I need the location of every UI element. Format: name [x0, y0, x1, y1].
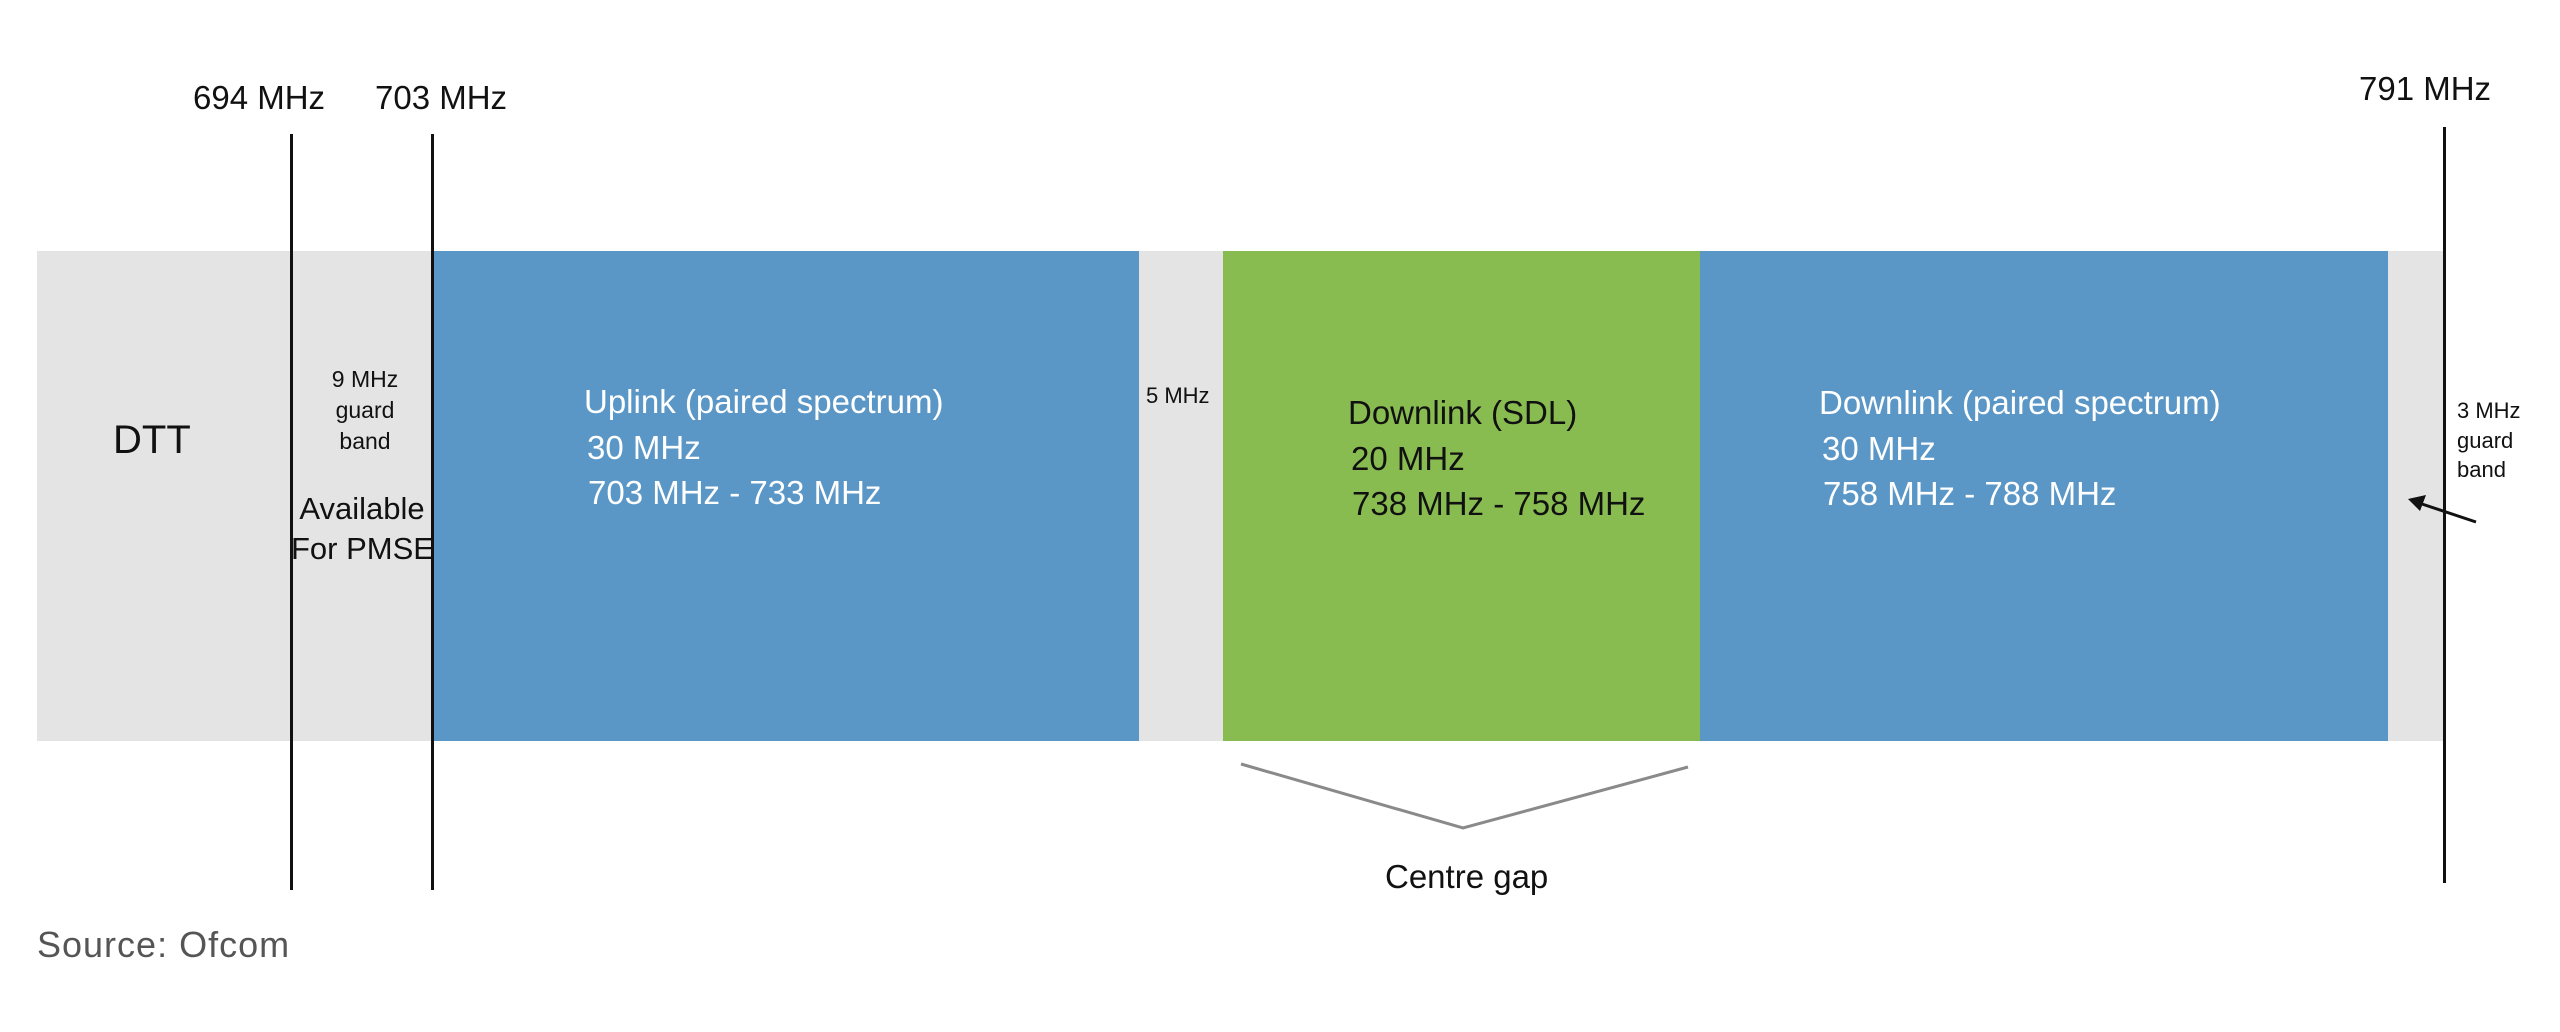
- sdl-downlink-segment: [1223, 251, 1700, 741]
- downlink-paired-segment: [1700, 251, 2388, 741]
- gap-5mhz-label: 5 MHz: [1146, 383, 1210, 408]
- guard-band-9mhz-segment: [291, 251, 433, 741]
- available-line: Available: [299, 491, 425, 526]
- guard-3mhz-line1: 3 MHz: [2457, 398, 2521, 423]
- line-694mhz: [290, 134, 293, 890]
- downlink-title: Downlink (paired spectrum): [1819, 384, 2221, 421]
- guard-9mhz-line3: band: [339, 428, 391, 455]
- freq-label-791: 791 MHz: [2359, 70, 2492, 107]
- uplink-range: 703 MHz - 733 MHz: [588, 474, 882, 511]
- dtt-label: DTT: [113, 418, 191, 462]
- guard-band-3mhz-segment: [2388, 251, 2444, 741]
- guard-3mhz-label: 3 MHz guard band: [2457, 396, 2521, 485]
- guard-9mhz-label: 9 MHz guard band: [305, 364, 425, 457]
- gap-5mhz-segment: [1139, 251, 1223, 741]
- guard-3mhz-line2: guard: [2457, 427, 2514, 453]
- guard-9mhz-line1: 9 MHz: [331, 366, 399, 392]
- guard-3mhz-line3: band: [2457, 457, 2506, 483]
- sdl-bandwidth: 20 MHz: [1351, 440, 1465, 477]
- freq-label-703: 703 MHz: [375, 79, 508, 116]
- centre-gap-label: Centre gap: [1385, 858, 1549, 895]
- for-pmse-line: For PMSE: [291, 531, 434, 567]
- uplink-bandwidth: 30 MHz: [587, 429, 701, 466]
- uplink-segment: [433, 251, 1139, 741]
- downlink-range: 758 MHz - 788 MHz: [1823, 475, 2117, 512]
- downlink-bandwidth: 30 MHz: [1822, 430, 1936, 467]
- line-703mhz: [431, 134, 434, 890]
- freq-label-694: 694 MHz: [193, 79, 326, 116]
- sdl-range: 738 MHz - 758 MHz: [1352, 485, 1646, 522]
- sdl-title: Downlink (SDL): [1348, 394, 1578, 431]
- centre-gap-bracket: [1240, 762, 1689, 830]
- guard-9mhz-line2: guard: [335, 397, 395, 424]
- source-caption: Source: Ofcom: [37, 924, 291, 965]
- uplink-title: Uplink (paired spectrum): [584, 383, 944, 420]
- guard-3mhz-arrow: [2408, 495, 2477, 524]
- available-pmse-label: Available For PMSE: [291, 489, 434, 570]
- dtt-segment: [37, 251, 291, 741]
- line-791mhz: [2443, 127, 2446, 883]
